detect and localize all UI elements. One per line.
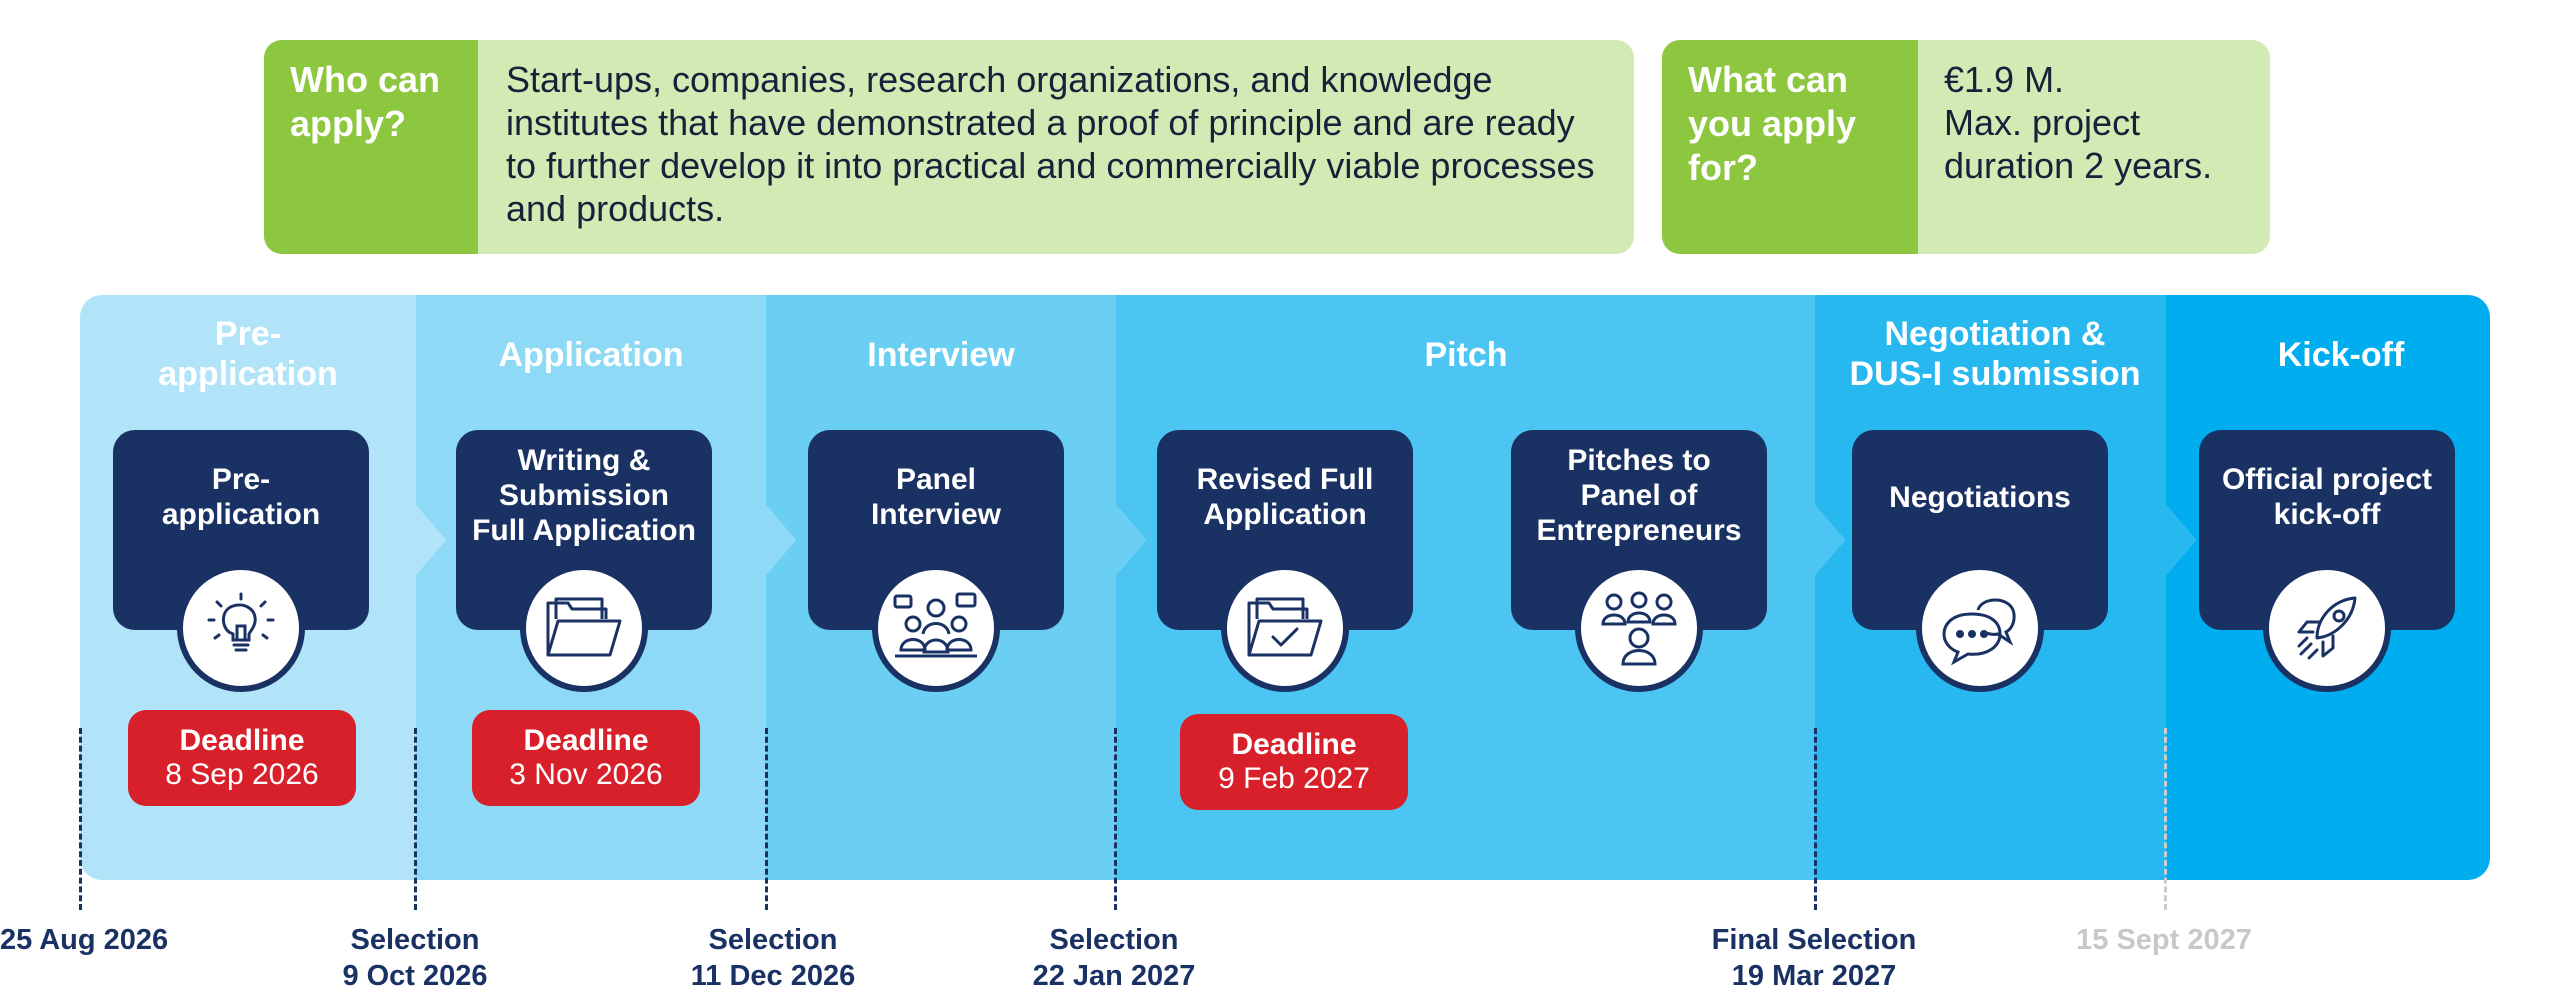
date-line: 19 Mar 2027 (1731, 960, 1897, 992)
chat-bubbles-icon (1916, 564, 2044, 692)
who-can-apply-text: Start-ups, companies, research organizat… (506, 59, 1595, 229)
date-line: 11 Dec 2026 (690, 960, 856, 992)
milestone-line (1114, 728, 1117, 910)
milestone-line (414, 728, 417, 910)
date-kick-off: 15 Sept 2027 (2064, 922, 2264, 958)
date-line: Final Selection (1711, 924, 1917, 956)
phase-title-pitch: Pitch (1424, 336, 1508, 374)
date-final-selection: Final Selection 19 Mar 2027 (1684, 922, 1944, 994)
folder-icon (520, 564, 648, 692)
what-can-you-apply-for-label: What can you apply for? (1662, 40, 1918, 254)
date-line: 22 Jan 2027 (1032, 960, 1196, 992)
deadline-date: 8 Sep 2026 (165, 758, 319, 791)
phase-title-kick-off: Kick-off (2277, 336, 2405, 374)
panel-interview-icon (872, 564, 1000, 692)
phase-title-line: Negotiation & (1884, 315, 2106, 353)
milestone-line (79, 728, 82, 910)
date-line: Selection (350, 924, 480, 956)
date-start: 25 Aug 2026 (0, 922, 180, 958)
what-can-you-apply-for-panel: What can you apply for? €1.9 M. Max. pro… (1662, 40, 2270, 254)
phase-title-line: DUS-I submission (1849, 355, 2141, 393)
who-can-apply-panel: Who can apply? Start-ups, companies, res… (264, 40, 1634, 254)
date-line: 25 Aug 2026 (0, 924, 169, 956)
group-icon (1575, 564, 1703, 692)
deadline-date: 3 Nov 2026 (509, 758, 663, 791)
lightbulb-icon (177, 564, 305, 692)
phase-title-negotiation: Negotiation & DUS-I submission (1820, 314, 2170, 394)
deadline-pre-application: Deadline 8 Sep 2026 (128, 710, 356, 806)
date-selection-1: Selection 9 Oct 2026 (315, 922, 515, 994)
rocket-icon (2263, 564, 2391, 692)
date-selection-3: Selection 22 Jan 2027 (1014, 922, 1214, 994)
folder-check-icon (1221, 564, 1349, 692)
phase-title-pre-application: Pre- application (148, 314, 348, 394)
phase-title-interview: Interview (867, 336, 1015, 374)
phase-title-line: application (158, 355, 338, 393)
funding-amount: €1.9 M. (1944, 59, 2065, 100)
date-line: Selection (708, 924, 838, 956)
milestone-line (765, 728, 768, 910)
deadline-full-application: Deadline 3 Nov 2026 (472, 710, 700, 806)
project-duration: Max. project duration 2 years. (1944, 102, 2213, 186)
date-line: 15 Sept 2027 (2076, 924, 2252, 956)
what-can-you-apply-for-text: €1.9 M. Max. project duration 2 years. (1944, 58, 2250, 187)
card-title: Negotiations (1889, 481, 2071, 514)
deadline-revised-application: Deadline 9 Feb 2027 (1180, 714, 1408, 810)
date-line: 9 Oct 2026 (342, 960, 488, 992)
card-title: Pre-application (161, 463, 321, 531)
deadline-date: 9 Feb 2027 (1218, 762, 1370, 795)
deadline-label: Deadline (523, 724, 649, 757)
who-can-apply-label: Who can apply? (264, 40, 478, 254)
phase-title-application: Application (498, 336, 684, 374)
date-line: Selection (1049, 924, 1179, 956)
deadline-label: Deadline (1231, 728, 1357, 761)
milestone-line (2164, 728, 2167, 910)
deadline-label: Deadline (179, 724, 305, 757)
phase-title-line: Pre- (214, 315, 282, 353)
milestone-line (1814, 728, 1817, 910)
date-selection-2: Selection 11 Dec 2026 (673, 922, 873, 994)
